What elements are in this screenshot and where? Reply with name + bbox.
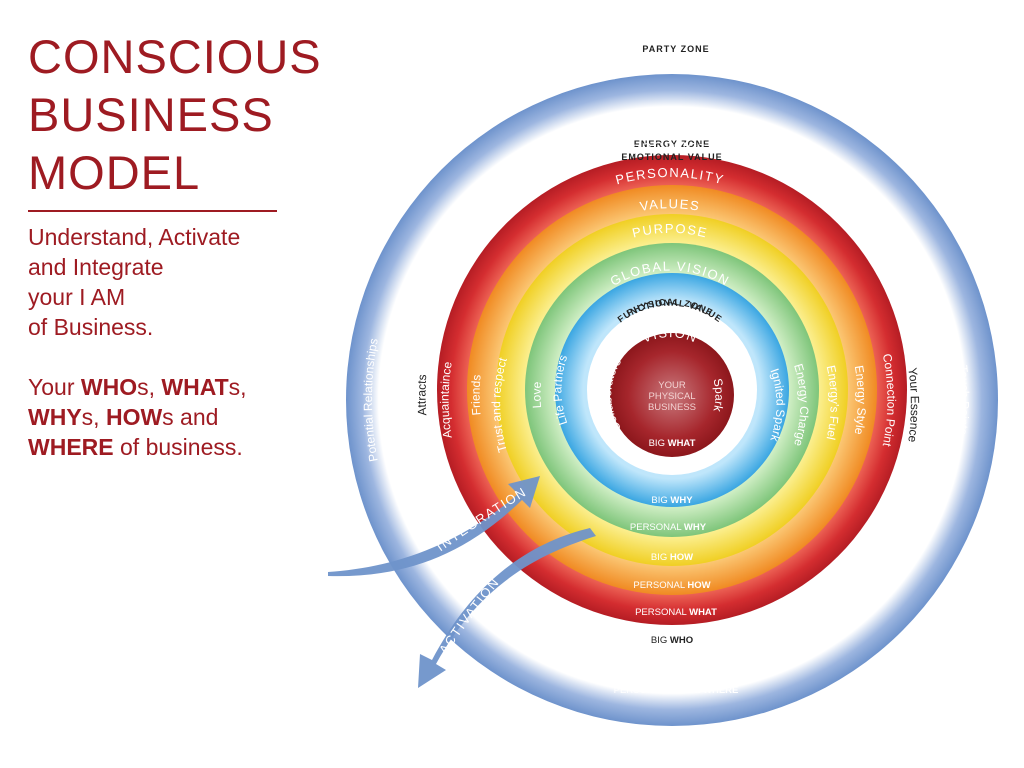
- potential-relationships-label: Potential Relationships: [361, 337, 381, 463]
- subtitle-line-2: and Integrate: [28, 254, 164, 280]
- integration-arrow: [328, 476, 540, 577]
- energy-zone-label: ENERGY ZONE: [634, 139, 710, 149]
- title-line-3: MODEL: [28, 146, 201, 199]
- ignited-spark-label: Ignited Spark: [767, 367, 787, 445]
- tagline-line-1: Your WHOs, WHATs,: [28, 374, 247, 400]
- tagline-line-2: WHYs, HOWs and: [28, 404, 219, 430]
- subtitle-line-3: your I AM: [28, 284, 126, 310]
- core-line-3: BUSINESS: [648, 402, 696, 413]
- core-line-2: PHYSICAL: [649, 391, 696, 402]
- personal-why-label: PERSONAL WHY: [630, 522, 707, 533]
- touch-points-label: Touch Points: [956, 365, 972, 436]
- spark-label: Spark: [710, 377, 726, 414]
- big-what-label: BIG WHAT: [649, 438, 696, 449]
- emotional-value-label: EMOTIONAL VALUE: [621, 152, 722, 162]
- personal-who-where-label: PERSONAL WHO & WHERE: [614, 685, 739, 696]
- attracts-label: Attracts: [415, 374, 430, 416]
- big-why-label: BIG WHY: [651, 495, 693, 506]
- vision-label: VISION: [640, 325, 700, 346]
- title-line-1: CONSCIOUS: [28, 30, 322, 83]
- subtitle-line-4: of Business.: [28, 314, 154, 340]
- title-divider: [28, 210, 277, 212]
- energy-charge-label: Energy Charge: [791, 362, 811, 448]
- acquaintance-label: Acquaintaince: [438, 360, 455, 439]
- subtitle-line-1: Understand, Activate: [28, 224, 241, 250]
- product-label: PRODUCT: [631, 139, 709, 157]
- connection-point-label: Connection Point: [880, 352, 899, 448]
- personal-what-label: PERSONAL WHAT: [635, 607, 717, 618]
- values-label: VALUES: [639, 196, 702, 214]
- party-zone-label: PARTY ZONE: [642, 44, 709, 54]
- energys-fuel-label: Energy's Fuel: [824, 364, 842, 441]
- energy-style-label: Energy Style: [852, 364, 869, 436]
- big-who-label: BIG WHO: [651, 635, 693, 646]
- core-line-1: YOUR: [658, 380, 686, 391]
- purpose-label: PURPOSE: [631, 221, 710, 241]
- activation-arrow: [418, 528, 596, 688]
- title-line-2: BUSINESS: [28, 88, 274, 141]
- big-how-label: BIG HOW: [651, 552, 693, 563]
- personal-how-label: PERSONAL HOW: [633, 580, 710, 591]
- friends-label: Friends: [469, 374, 484, 416]
- your-essence-label: Your Essence: [905, 367, 922, 444]
- tagline-line-3: WHERE of business.: [28, 434, 243, 460]
- title-panel: CONSCIOUS BUSINESS MODEL Understand, Act…: [28, 28, 338, 462]
- core-physical-business: [610, 333, 734, 457]
